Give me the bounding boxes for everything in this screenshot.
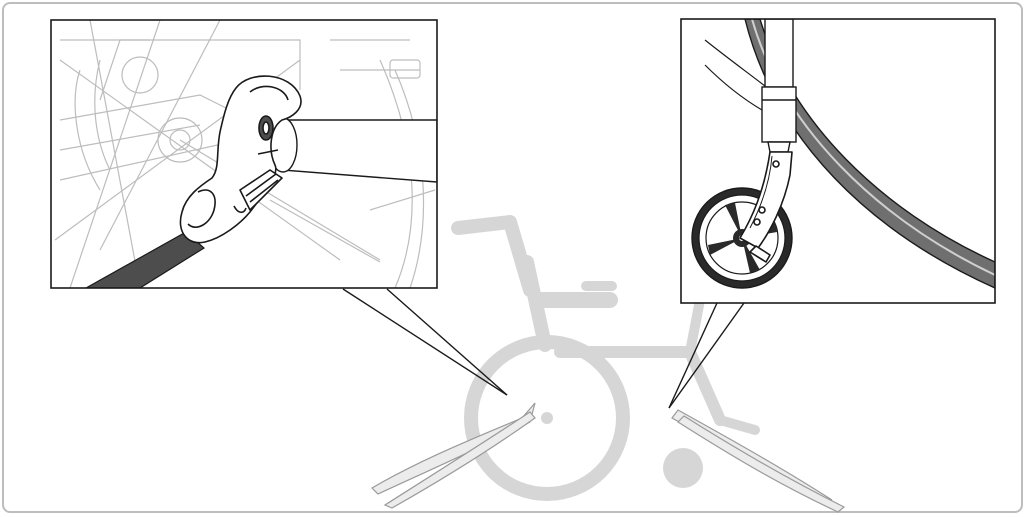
- callout-pointer-left: [343, 289, 507, 395]
- inset-rear-hook: [51, 20, 437, 288]
- fork-tube: [762, 19, 796, 152]
- inset-front-caster: [681, 19, 995, 303]
